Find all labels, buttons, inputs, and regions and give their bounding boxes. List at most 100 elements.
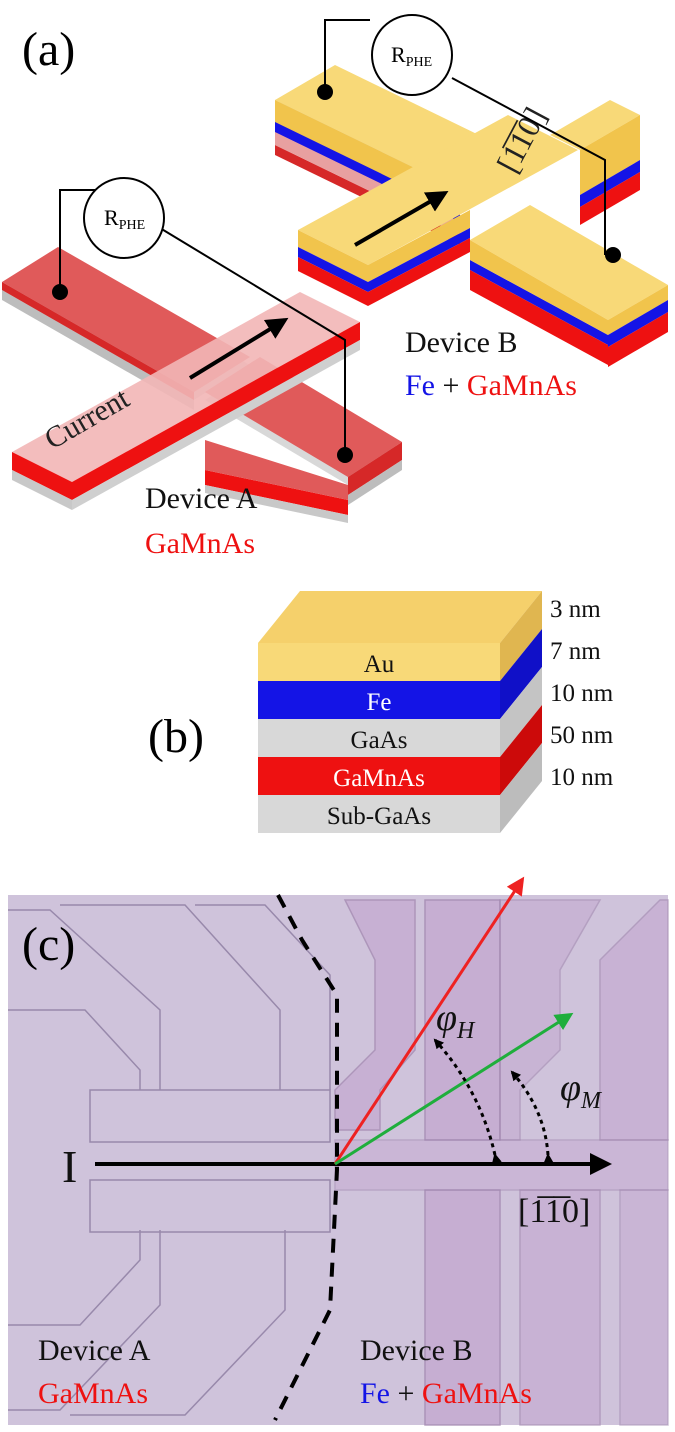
phi-m-label: φM <box>560 1067 603 1114</box>
meter-b-wire-right <box>451 77 606 255</box>
device-a-channel-top <box>12 292 360 482</box>
panel-c: (c) I I φH φM [1̅1̅0] Device A GaMnAs De… <box>8 876 669 1426</box>
meter-b-label-sub: PHE <box>406 55 432 70</box>
panel-b-label: (b) <box>148 710 204 763</box>
stack-top-face <box>258 591 542 643</box>
device-a-current-arrow <box>188 317 289 380</box>
device-b-lower-arm-fe <box>470 260 608 345</box>
device-a-channel-front <box>12 452 72 500</box>
phi-m-subscript: M <box>580 1088 603 1114</box>
micrograph-device-b-plus: + <box>390 1377 422 1410</box>
phi-h-angle-arc <box>433 1038 502 1164</box>
device-b-lower-arm-face <box>470 240 608 335</box>
device-a-material: GaMnAs <box>145 527 255 560</box>
phi-h-symbol: φ <box>436 997 457 1039</box>
device-a-right-arm-lower-top <box>205 440 348 500</box>
micrograph-device-a-name: Device A <box>38 1334 151 1367</box>
device-a-right-arm-front <box>205 470 348 515</box>
device-b-right-arm-top <box>550 100 640 150</box>
layer-gaas-label: GaAs <box>351 727 408 754</box>
device-boundary-dashed-line <box>273 894 339 1421</box>
device-b-channel-top <box>298 115 578 265</box>
layer-au <box>258 643 500 681</box>
device-b-channel-side <box>368 210 470 282</box>
micrograph-device-a-material: GaMnAs <box>38 1377 148 1410</box>
device-b-channel-side-fe <box>368 228 470 292</box>
layer-au-label: Au <box>364 651 395 678</box>
panel-a: (a) <box>2 14 668 560</box>
micrograph-device-b-fe: Fe <box>360 1377 390 1410</box>
stack-side-fe <box>500 629 542 719</box>
device-b-material-plus: + <box>435 369 467 402</box>
layer-sub-gaas <box>258 795 500 833</box>
device-a-structure <box>2 247 402 523</box>
device-b-name: Device B <box>405 326 517 359</box>
thickness-label-3: 10 nm <box>550 680 614 707</box>
meter-a-label-sub: PHE <box>119 218 145 233</box>
device-b-material-fe: Fe <box>405 369 435 402</box>
phi-h-subscript: H <box>456 1018 476 1044</box>
device-b-material: Fe + GaMnAs <box>405 369 577 402</box>
stack-side-substrate <box>500 743 542 833</box>
layer-gamnas <box>258 757 500 795</box>
device-a-right-arm-end-base <box>348 460 402 505</box>
device-a-name: Device A <box>145 482 258 515</box>
meter-a-wire-left <box>59 189 95 292</box>
device-b-channel-front <box>298 230 368 282</box>
stack-side-au <box>500 591 542 681</box>
current-i-label: I <box>62 1141 77 1192</box>
meter-b-probe-left <box>317 84 333 100</box>
meter-a-label-main: R <box>104 205 119 230</box>
panel-b: (b) Au Fe GaAs GaMnAs Sub-GaAs 3 nm 7 nm… <box>148 591 614 833</box>
device-a-channel-side-base <box>72 340 360 510</box>
stack-side-gaas <box>500 667 542 757</box>
layer-gaas <box>258 719 500 757</box>
device-b-right-arm-red <box>580 172 640 225</box>
layer-gamnas-label: GaMnAs <box>333 765 425 792</box>
stack-side-gamnas <box>500 705 542 795</box>
device-b-material-gamnas: GaMnAs <box>467 369 577 402</box>
field-direction-arrow <box>333 876 525 1165</box>
panel-a-label: (a) <box>22 23 75 76</box>
layer-sub-gaas-label: Sub-GaAs <box>327 803 431 830</box>
meter-b-probe-right <box>605 247 621 263</box>
thickness-label-4: 50 nm <box>550 722 614 749</box>
device-b-lower-arm-top <box>470 205 668 320</box>
micrograph-device-b-name: Device B <box>360 1334 472 1367</box>
meter-a-wire-right <box>159 227 346 455</box>
phi-m-symbol: φ <box>560 1067 581 1109</box>
layer-fe-label: Fe <box>367 689 392 716</box>
device-b-channel-red <box>298 257 368 306</box>
layer-fe <box>258 681 500 719</box>
meter-a-circle <box>83 177 165 259</box>
crystal-direction-label: [1̅1̅0] <box>518 1193 590 1230</box>
device-b-channel-side-red <box>368 238 470 306</box>
device-b-structure <box>275 65 668 367</box>
device-a-right-arm-end <box>348 442 402 495</box>
phi-m-angle-arc <box>510 1070 554 1164</box>
device-b-lower-arm-end <box>608 285 668 335</box>
device-a-channel-substrate <box>12 470 72 510</box>
phi-h-label: φH <box>436 997 476 1044</box>
panel-c-label: (c) <box>22 918 75 971</box>
meter-b-circle <box>371 14 453 96</box>
device-b-right-arm-end <box>580 115 640 195</box>
device-a-right-arm-front-base <box>205 485 348 523</box>
meter-b-label: RPHE <box>391 42 432 70</box>
device-b-lower-arm-end-red <box>608 312 668 367</box>
meter-a-label: RPHE <box>104 205 145 233</box>
micrograph-device-b-gamnas: GaMnAs <box>422 1377 532 1410</box>
meter-b-wire-left <box>324 19 370 90</box>
device-a-left-arm-face <box>2 282 194 400</box>
device-b-lower-arm-end-fe <box>608 300 668 347</box>
device-b-current-arrow <box>353 190 449 247</box>
device-a-electrodes <box>8 904 331 1416</box>
meter-a-probe-left <box>52 284 68 300</box>
meter-b-label-main: R <box>391 42 406 67</box>
micrograph-device-b-material: Fe + GaMnAs <box>360 1377 532 1410</box>
device-b-lower-arm-red <box>470 270 608 365</box>
device-b-channel-fe <box>298 247 368 292</box>
device-a-channel-side <box>72 322 360 500</box>
